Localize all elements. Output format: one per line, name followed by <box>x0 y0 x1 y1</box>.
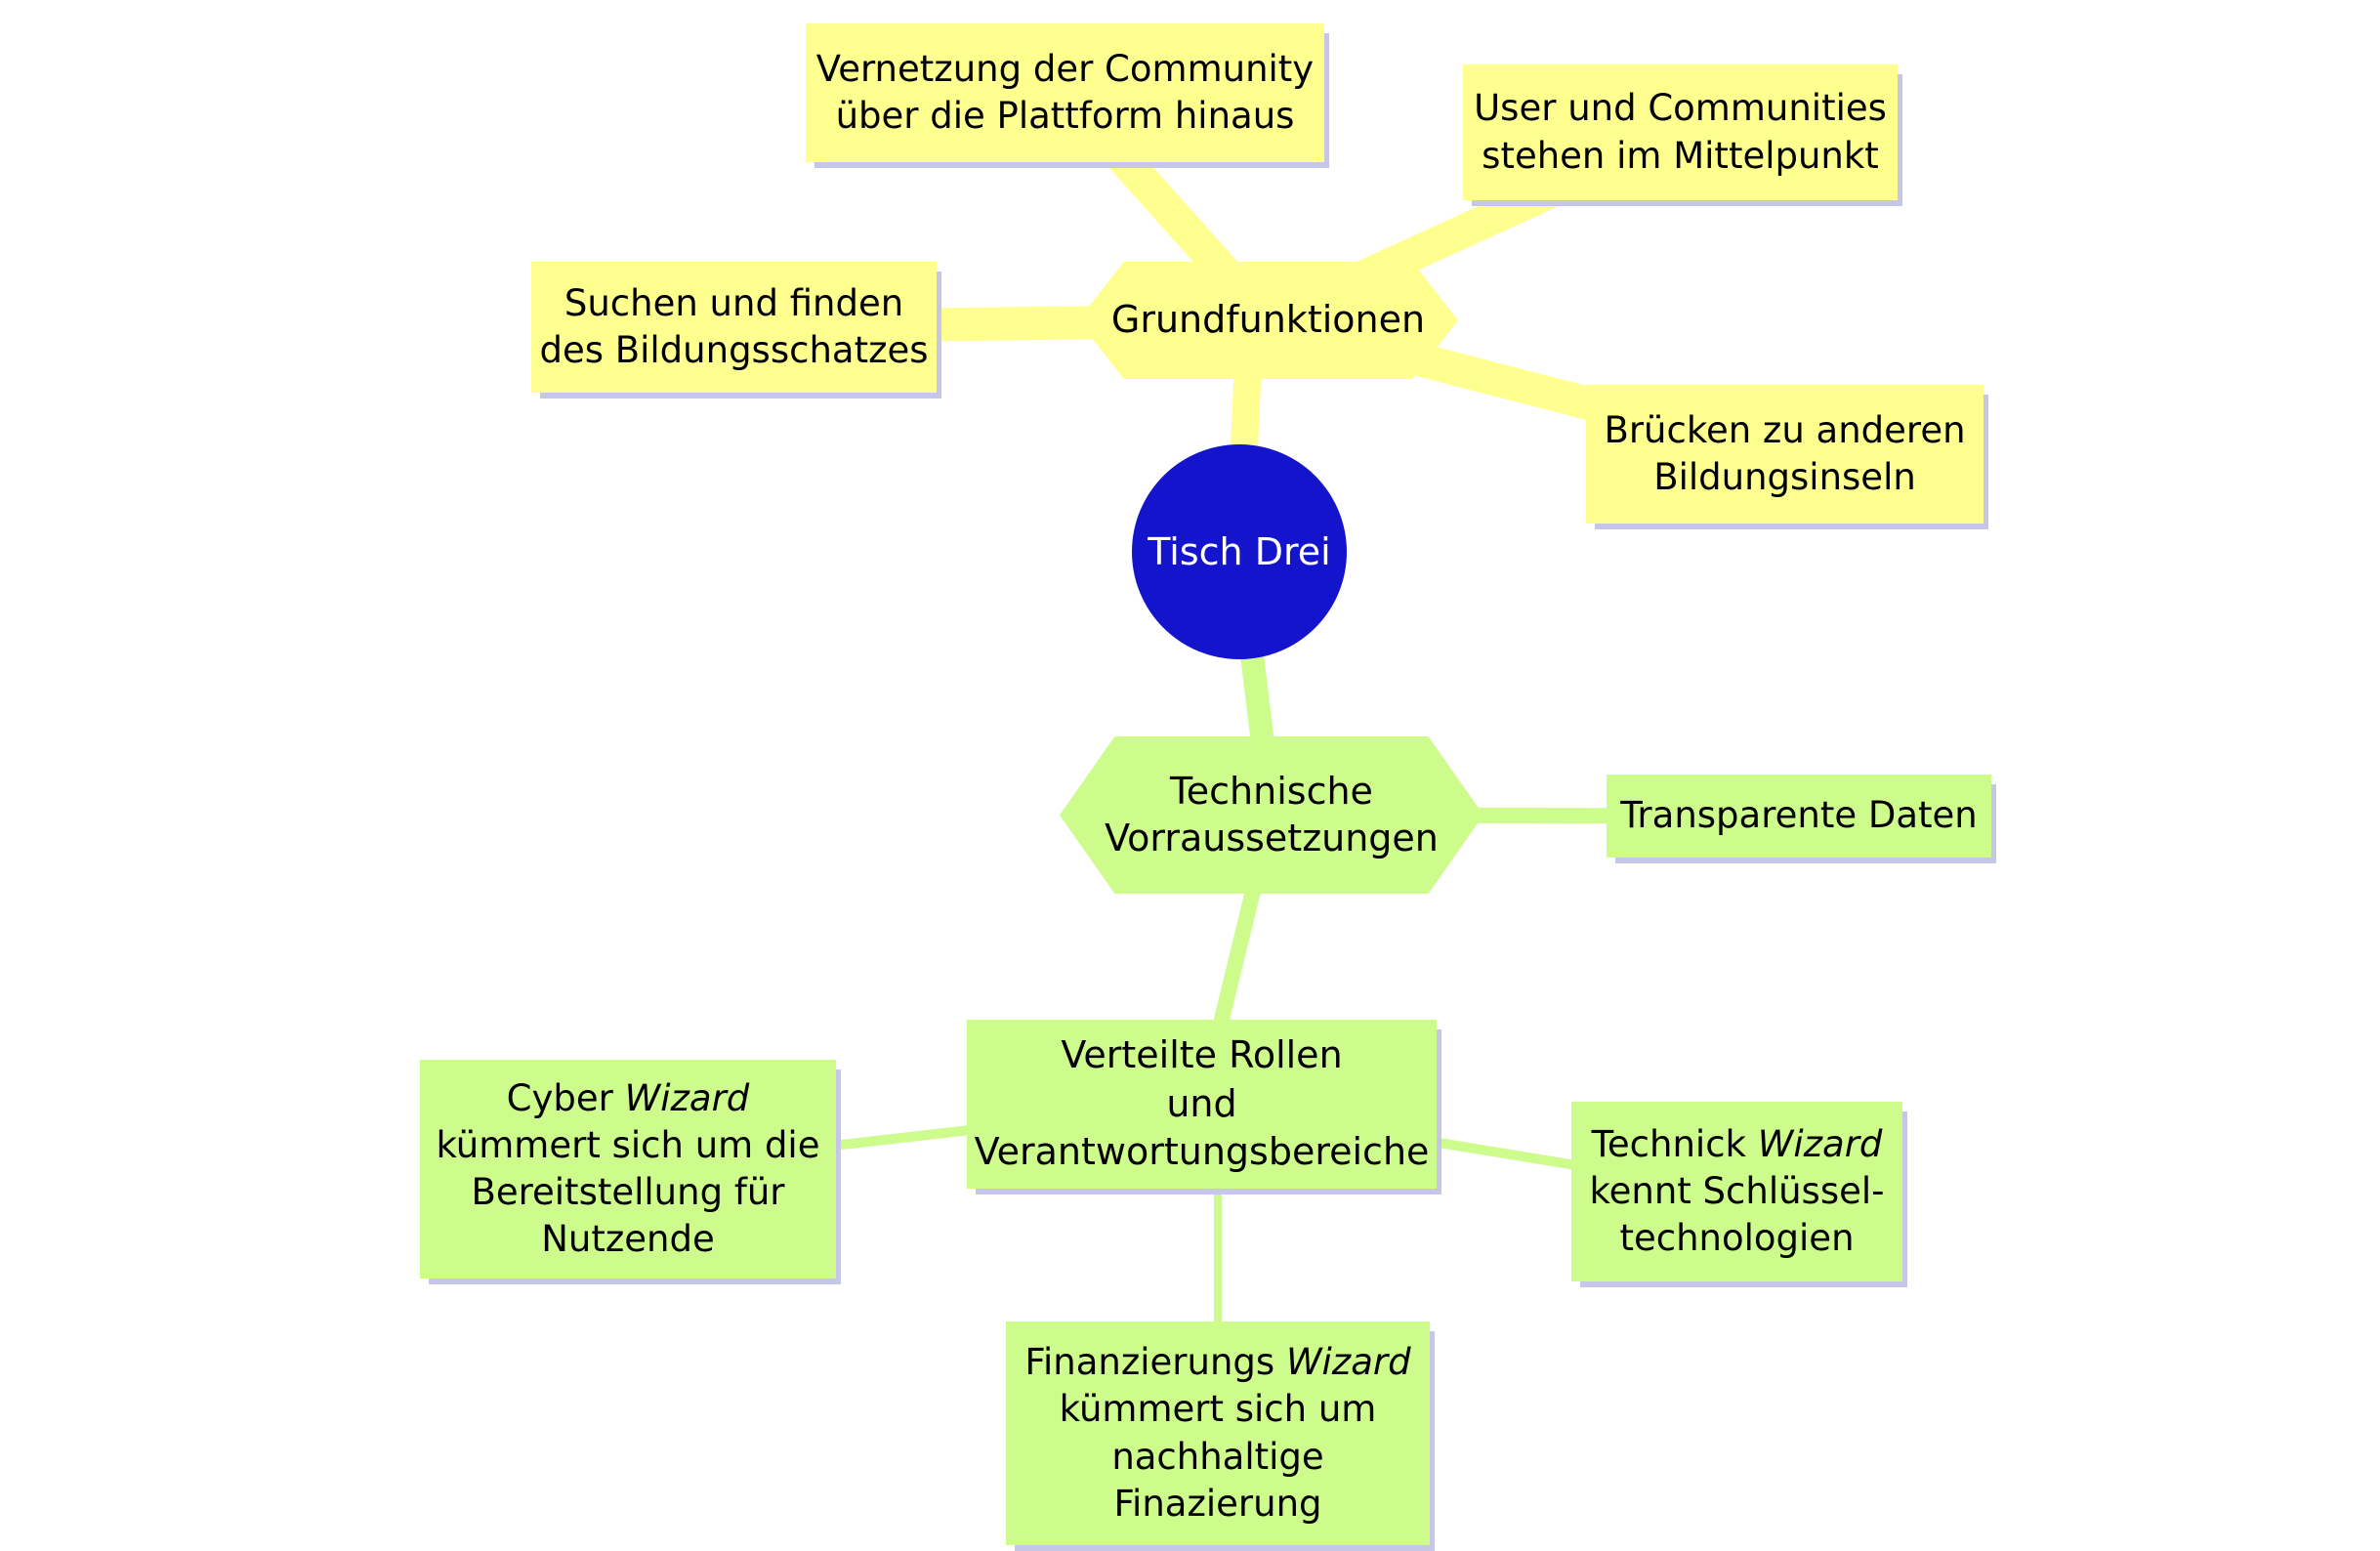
node-label: Transparente Daten <box>1620 794 1978 837</box>
node-grundfunktionen[interactable]: Grundfunktionen <box>1078 262 1458 379</box>
node-suchen-und-finden[interactable]: Suchen und finden des Bildungsschatzes <box>531 262 937 393</box>
node-label: Brücken zu anderen Bildungsinseln <box>1604 408 1966 498</box>
label-italic: Wizard <box>624 1076 750 1119</box>
label-suffix: kümmert sich um nachhaltige Finazierung <box>1059 1388 1377 1525</box>
label-italic: Wizard <box>1285 1341 1411 1384</box>
node-finanzierungs-wizard[interactable]: Finanzierungs Wizard kümmert sich um nac… <box>1006 1321 1430 1545</box>
node-cyber-wizard[interactable]: Cyber Wizard kümmert sich um die Bereits… <box>420 1060 836 1279</box>
label-suffix: kümmert sich um die Bereitstellung für N… <box>436 1123 820 1261</box>
node-label: Verteilte Rollen und Verantwortungsberei… <box>974 1033 1430 1174</box>
node-label: Finanzierungs Wizard kümmert sich um nac… <box>1024 1339 1410 1527</box>
node-label: Grundfunktionen <box>1110 298 1426 342</box>
label-prefix: Cyber <box>506 1076 625 1119</box>
node-root-tisch-drei[interactable]: Tisch Drei <box>1132 444 1347 659</box>
node-label: Cyber Wizard kümmert sich um die Bereits… <box>437 1075 820 1263</box>
node-technische-vorraussetzungen[interactable]: Technische Vorraussetzungen <box>1060 736 1483 894</box>
node-bruecken-zu-anderen[interactable]: Brücken zu anderen Bildungsinseln <box>1586 385 1983 524</box>
node-label: Suchen und finden des Bildungsschatzes <box>539 281 929 371</box>
node-verteilte-rollen[interactable]: Verteilte Rollen und Verantwortungsberei… <box>967 1020 1437 1189</box>
node-label: Tisch Drei <box>1148 530 1331 573</box>
node-label: User und Communities stehen im Mittelpun… <box>1474 87 1887 177</box>
node-label: Vernetzung der Community über die Plattf… <box>815 47 1315 137</box>
node-label: Technische Vorraussetzungen <box>1105 770 1439 859</box>
label-prefix: Finanzierungs <box>1024 1341 1286 1384</box>
label-suffix: kennt Schlüssel- technologien <box>1589 1169 1885 1260</box>
node-vernetzung-der-community[interactable]: Vernetzung der Community über die Plattf… <box>806 23 1324 162</box>
node-transparente-daten[interactable]: Transparente Daten <box>1607 775 1991 858</box>
node-label: Technick Wizard kennt Schlüssel- technol… <box>1590 1121 1885 1262</box>
node-technick-wizard[interactable]: Technick Wizard kennt Schlüssel- technol… <box>1571 1102 1902 1281</box>
label-prefix: Technick <box>1591 1122 1758 1165</box>
label-italic: Wizard <box>1757 1122 1883 1165</box>
node-user-und-communities[interactable]: User und Communities stehen im Mittelpun… <box>1463 64 1898 200</box>
